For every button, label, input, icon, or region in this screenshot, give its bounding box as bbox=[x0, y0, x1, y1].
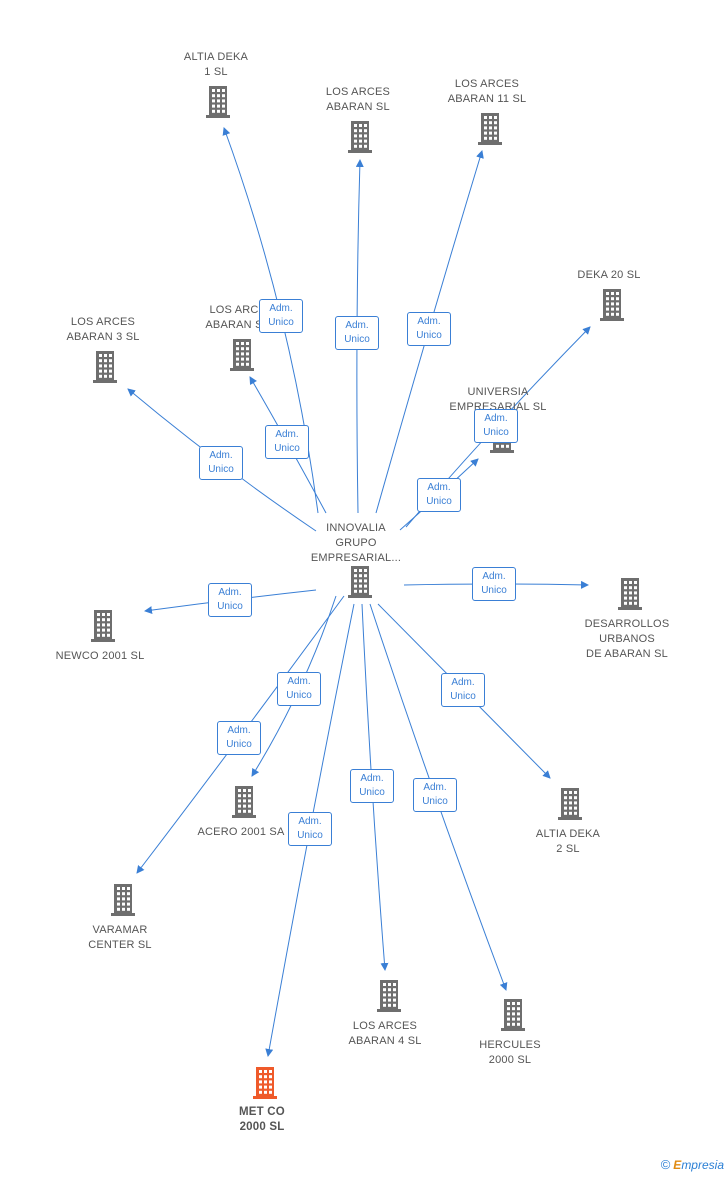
building-icon[interactable] bbox=[91, 610, 115, 642]
node-label-los-arces-abaran-11[interactable]: LOS ARCES ABARAN 11 SL bbox=[447, 78, 527, 105]
building-icon[interactable] bbox=[230, 339, 254, 371]
node-label-altia-deka-2[interactable]: ALTIA DEKA 2 SL bbox=[535, 828, 601, 855]
edge-label-los-arces-abaran-4[interactable]: Adm. Unico bbox=[350, 769, 394, 803]
node-label-altia-deka-1[interactable]: ALTIA DEKA 1 SL bbox=[183, 51, 249, 78]
building-icon[interactable] bbox=[206, 86, 230, 118]
node-label-deka-20[interactable]: DEKA 20 SL bbox=[577, 269, 641, 281]
building-icon[interactable] bbox=[558, 788, 582, 820]
building-icon[interactable] bbox=[501, 999, 525, 1031]
building-icon[interactable] bbox=[377, 980, 401, 1012]
building-icon[interactable] bbox=[478, 113, 502, 145]
edge-label-altia-deka-2[interactable]: Adm. Unico bbox=[441, 673, 485, 707]
edge-label-los-arces-abaran-5[interactable]: Adm. Unico bbox=[265, 425, 309, 459]
edge-label-deka-20[interactable]: Adm. Unico bbox=[474, 409, 518, 443]
copyright-symbol: © bbox=[660, 1157, 671, 1172]
edge-label-universia[interactable]: Adm. Unico bbox=[417, 478, 461, 512]
building-icon[interactable] bbox=[348, 121, 372, 153]
edge-label-altia-deka-1[interactable]: Adm. Unico bbox=[259, 299, 303, 333]
building-icon[interactable] bbox=[253, 1067, 277, 1099]
node-label-los-arces-abaran-4[interactable]: LOS ARCES ABARAN 4 SL bbox=[348, 1020, 422, 1047]
edge-label-met-co-2000[interactable]: Adm. Unico bbox=[288, 812, 332, 846]
edge-label-newco-2001[interactable]: Adm. Unico bbox=[208, 583, 252, 617]
edge-label-varamar-center[interactable]: Adm. Unico bbox=[217, 721, 261, 755]
node-label-hercules-2000[interactable]: HERCULES 2000 SL bbox=[479, 1039, 541, 1066]
node-label-center[interactable]: INNOVALIA GRUPO EMPRESARIAL... bbox=[310, 522, 402, 564]
node-label-los-arces-abaran-3[interactable]: LOS ARCES ABARAN 3 SL bbox=[66, 316, 140, 343]
node-label-acero-2001[interactable]: ACERO 2001 SA bbox=[197, 826, 285, 838]
node-label-newco-2001[interactable]: NEWCO 2001 SL bbox=[55, 650, 145, 662]
nodes-layer bbox=[91, 86, 642, 1099]
brand-name: mpresia bbox=[681, 1158, 724, 1172]
edge-label-los-arces-abaran[interactable]: Adm. Unico bbox=[335, 316, 379, 350]
footer-brand[interactable]: ©Empresia bbox=[661, 1157, 724, 1172]
building-icon[interactable] bbox=[618, 578, 642, 610]
edge-label-desarrollos-urbanos[interactable]: Adm. Unico bbox=[472, 567, 516, 601]
node-label-los-arces-abaran[interactable]: LOS ARCES ABARAN SL bbox=[325, 86, 391, 113]
edge-label-los-arces-abaran-3[interactable]: Adm. Unico bbox=[199, 446, 243, 480]
edge-label-hercules-2000[interactable]: Adm. Unico bbox=[413, 778, 457, 812]
building-icon[interactable] bbox=[111, 884, 135, 916]
brand-logo-letter: E bbox=[673, 1158, 682, 1172]
building-icon[interactable] bbox=[232, 786, 256, 818]
building-icon[interactable] bbox=[348, 566, 372, 598]
edge-label-los-arces-abaran-11[interactable]: Adm. Unico bbox=[407, 312, 451, 346]
node-label-varamar-center[interactable]: VARAMAR CENTER SL bbox=[88, 924, 152, 951]
node-label-universia[interactable]: UNIVERSIA EMPRESARIAL SL bbox=[449, 386, 547, 413]
node-label-los-arces-abaran-5[interactable]: LOS ARC ABARAN S bbox=[205, 304, 262, 331]
node-label-desarrollos-urbanos[interactable]: DESARROLLOS URBANOS DE ABARAN SL bbox=[584, 618, 670, 660]
building-icon[interactable] bbox=[93, 351, 117, 383]
building-icon[interactable] bbox=[600, 289, 624, 321]
edge-label-acero-2001[interactable]: Adm. Unico bbox=[277, 672, 321, 706]
node-label-met-co-2000[interactable]: MET CO 2000 SL bbox=[239, 1106, 285, 1133]
